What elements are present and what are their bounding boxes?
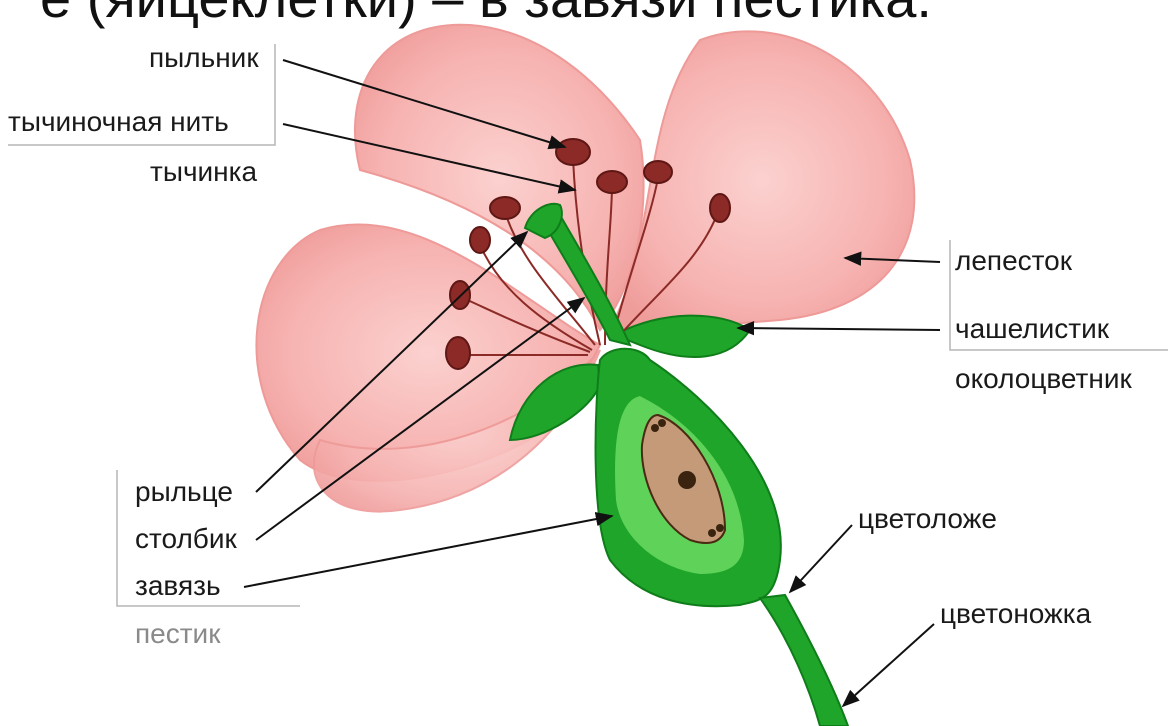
pedicel: [760, 595, 848, 726]
receptacle-label: цветоложе: [858, 505, 997, 533]
sepal-label: чашелистик: [955, 315, 1109, 343]
filament-label: тычиночная нить: [8, 108, 229, 136]
stigma-label: рыльце: [135, 478, 233, 506]
perianth-label: околоцветник: [955, 365, 1132, 393]
anther-label: пыльник: [149, 44, 259, 72]
stamen-label: тычинка: [150, 158, 257, 186]
pistil-label: пестик: [135, 620, 220, 648]
petal-label: лепесток: [955, 247, 1072, 275]
pedicel-label: цветоножка: [940, 600, 1091, 628]
style-label: столбик: [135, 525, 237, 553]
egg-cell: [678, 471, 696, 489]
ovary-label: завязь: [135, 572, 221, 600]
